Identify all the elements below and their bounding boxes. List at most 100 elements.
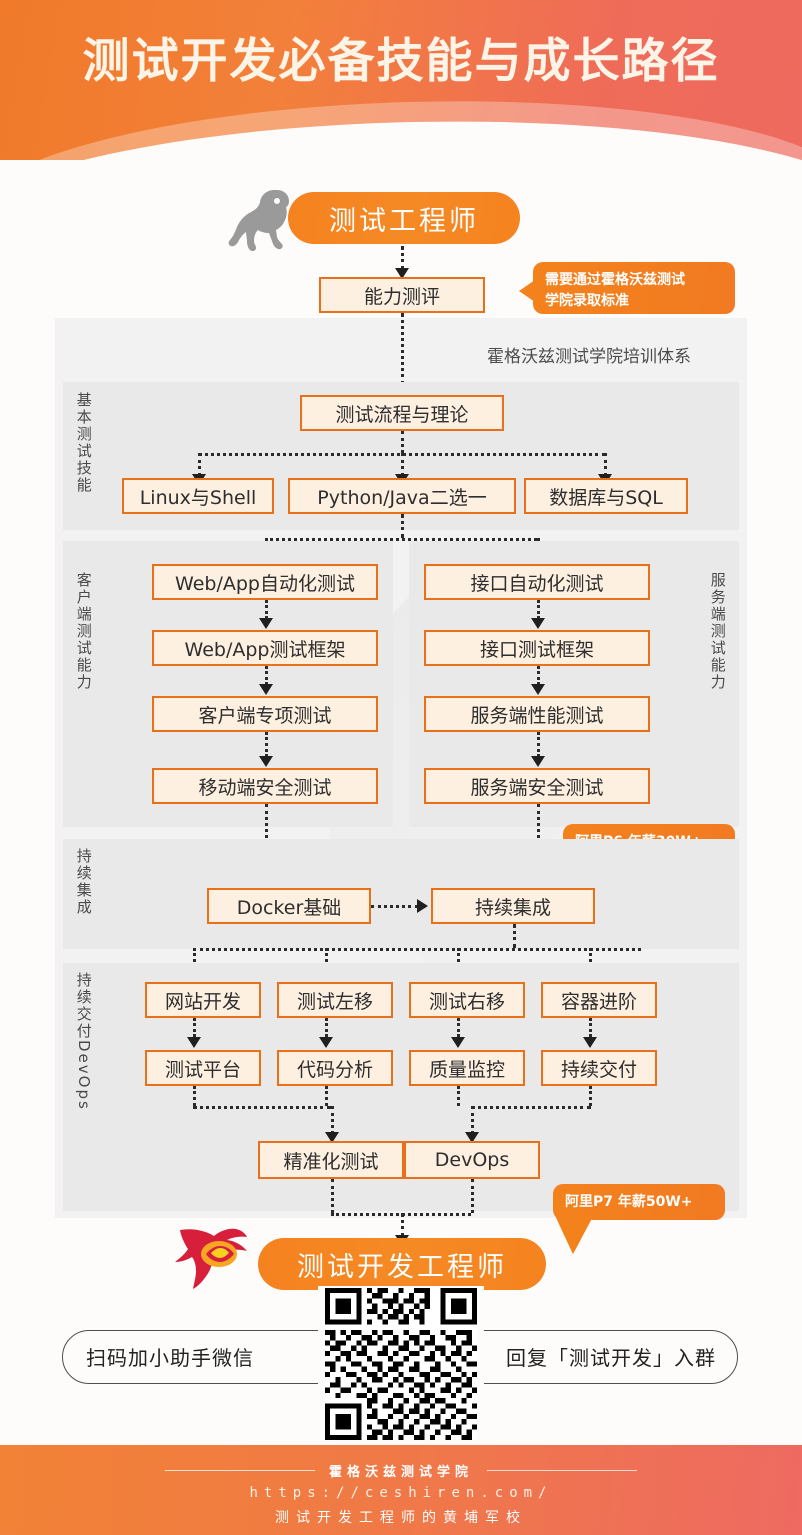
header-banner: 测试开发必备技能与成长路径: [0, 0, 802, 160]
node-quality-monitoring[interactable]: 质量监控: [409, 1050, 525, 1086]
footer-url[interactable]: https://ceshiren.com/: [249, 1485, 553, 1501]
node-client-special-testing[interactable]: 客户端专项测试: [152, 696, 378, 732]
connector-left-merge-bus: [193, 1106, 331, 1109]
node-database-sql[interactable]: 数据库与SQL: [524, 478, 688, 514]
arrow-client-2-3: [259, 684, 273, 695]
monkey-icon: [228, 190, 289, 252]
arrow-shiftright-quality: [451, 1037, 465, 1048]
connector-docker-to-ci: [371, 905, 418, 908]
footer-bar: 霍格沃兹测试学院 https://ceshiren.com/ 测试开发工程师的黄…: [0, 1445, 802, 1535]
connector-server-1-2: [537, 600, 540, 619]
connector-to-website-dev: [193, 948, 196, 974]
connector-shiftleft-codeanalysis: [325, 1018, 328, 1037]
end-pill-test-dev-engineer[interactable]: 测试开发工程师: [258, 1238, 546, 1290]
footer-brand: 霍格沃兹测试学院: [328, 1465, 473, 1480]
connector-right-merge-bus: [471, 1106, 591, 1109]
node-website-dev[interactable]: 网站开发: [145, 982, 261, 1018]
connector-server-2-3: [537, 666, 540, 685]
cta-scan-label: 扫码加小助手微信: [86, 1346, 254, 1370]
callout-admission-standard: 需要通过霍格沃兹测试 学院录取标准: [519, 262, 735, 314]
connector-devops-bus: [193, 948, 641, 951]
arrow-server-3-4: [531, 756, 545, 767]
node-assessment[interactable]: 能力测评: [319, 277, 485, 313]
node-container-advanced[interactable]: 容器进阶: [541, 982, 657, 1018]
page-title: 测试开发必备技能与成长路径: [82, 34, 720, 89]
callout-line-1: 需要通过霍格沃兹测试: [545, 272, 685, 288]
footer-divider-left: [164, 1470, 315, 1471]
node-test-platform[interactable]: 测试平台: [145, 1050, 261, 1086]
callout-line-2: 学院录取标准: [545, 293, 629, 309]
panel-continuous-integration: [63, 839, 739, 949]
start-pill-test-engineer[interactable]: 测试工程师: [288, 192, 520, 244]
node-webapp-automation[interactable]: Web/App自动化测试: [152, 564, 378, 600]
node-precise-testing[interactable]: 精准化测试: [258, 1141, 404, 1179]
node-server-performance-testing[interactable]: 服务端性能测试: [424, 696, 650, 732]
connector-ci-stem: [513, 924, 516, 948]
section-label-client: 客户端测试能力: [74, 572, 93, 691]
connector-client-1-2: [265, 600, 268, 619]
node-shift-left[interactable]: 测试左移: [277, 982, 393, 1018]
arrow-websitedev-platform: [187, 1037, 201, 1048]
node-continuous-delivery[interactable]: 持续交付: [541, 1050, 657, 1086]
connector-server-down: [537, 804, 540, 845]
connector-precise-down: [331, 1179, 334, 1213]
arrow-shiftleft-codeanalysis: [319, 1037, 333, 1048]
connector-server-3-4: [537, 732, 540, 757]
connector-devops-down: [471, 1179, 474, 1213]
arrow-server-1-2: [531, 618, 545, 629]
connector-shiftright-quality: [457, 1018, 460, 1037]
connector-platform-down: [193, 1086, 196, 1106]
connector-codeanalysis-down: [325, 1086, 328, 1106]
training-system-title: 霍格沃兹测试学院培训体系: [487, 347, 691, 367]
node-server-security-testing[interactable]: 服务端安全测试: [424, 768, 650, 804]
connector-theory-to-python: [401, 453, 404, 476]
connector-theory-stem: [401, 431, 404, 453]
footer-brand-row: 霍格沃兹测试学院: [0, 1461, 802, 1480]
arrow-client-1-2: [259, 618, 273, 629]
node-code-analysis[interactable]: 代码分析: [277, 1050, 393, 1086]
node-shift-right[interactable]: 测试右移: [409, 982, 525, 1018]
connector-to-final-pill: [401, 1213, 404, 1237]
section-label-server: 服务端测试能力: [708, 572, 727, 691]
footer-slogan: 测试开发工程师的黄埔军校: [275, 1510, 527, 1526]
node-linux-shell[interactable]: Linux与Shell: [122, 478, 274, 514]
node-api-framework[interactable]: 接口测试框架: [424, 630, 650, 666]
section-label-ci: 持续集成: [74, 848, 93, 916]
callout-tail-icon: [519, 280, 535, 302]
connector-theory-to-sql: [604, 453, 607, 476]
node-webapp-framework[interactable]: Web/App测试框架: [152, 630, 378, 666]
node-python-java[interactable]: Python/Java二选一: [288, 478, 516, 514]
connector-client-2-3: [265, 666, 268, 685]
superhero-icon: [175, 1228, 247, 1289]
connector-to-shift-right: [457, 948, 460, 974]
connector-quality-down: [457, 1086, 460, 1106]
node-mobile-security-testing[interactable]: 移动端安全测试: [152, 768, 378, 804]
badge-alibaba-p7: 阿里P7 年薪50W+: [553, 1184, 725, 1220]
connector-client-down: [265, 804, 268, 845]
badge-p7-label: 阿里P7 年薪50W+: [565, 1193, 693, 1210]
qr-code-icon[interactable]: [325, 1288, 477, 1440]
arrow-container-delivery: [583, 1037, 597, 1048]
connector-container-delivery: [589, 1018, 592, 1037]
connector-websitedev-platform: [193, 1018, 196, 1037]
section-label-basic: 基本测试技能: [74, 392, 93, 494]
node-continuous-integration[interactable]: 持续集成: [431, 888, 595, 924]
connector-client-3-4: [265, 732, 268, 757]
node-docker-basics[interactable]: Docker基础: [207, 888, 371, 924]
connector-to-precise-testing: [331, 1106, 334, 1134]
connector-to-shift-left: [325, 948, 328, 974]
connector-assessment-to-basic: [401, 313, 404, 385]
arrow-docker-to-ci: [417, 899, 428, 913]
connector-start-to-assessment: [401, 246, 404, 270]
connector-basic-bus: [265, 538, 537, 541]
connector-theory-to-linux: [198, 453, 201, 476]
section-label-devops: 持续交付DevOps: [74, 972, 93, 1111]
arrow-server-2-3: [531, 684, 545, 695]
arrow-to-devops: [465, 1132, 479, 1143]
cta-reply-label: 回复「测试开发」入群: [506, 1346, 716, 1370]
node-devops[interactable]: DevOps: [404, 1141, 540, 1179]
badge-p7-tail-icon: [555, 1216, 608, 1254]
node-test-process-theory[interactable]: 测试流程与理论: [300, 395, 504, 431]
node-api-automation[interactable]: 接口自动化测试: [424, 564, 650, 600]
